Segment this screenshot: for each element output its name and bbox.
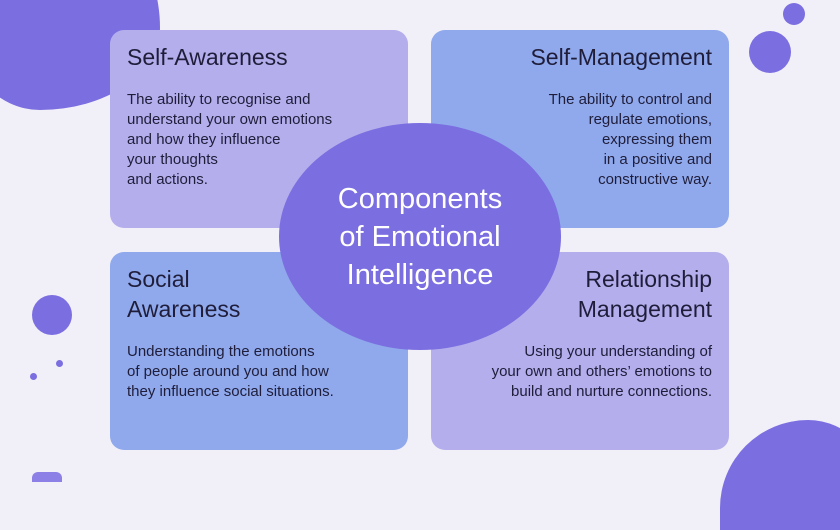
card-title: Self-Awareness	[127, 44, 288, 70]
card-description: The ability to control and regulate emot…	[548, 91, 712, 188]
decorative-dot	[783, 3, 805, 25]
card-self-awareness: Self-Awareness The ability to recognise …	[110, 30, 408, 228]
decorative-blob-bottom-right	[720, 420, 840, 530]
corner-logo-mark	[32, 472, 62, 482]
card-relationship-management: Relationship Management Using your under…	[431, 252, 729, 450]
decorative-dot	[30, 373, 37, 380]
card-social-awareness: Social Awareness Understanding the emoti…	[110, 252, 408, 450]
center-circle: Components of Emotional Intelligence	[279, 123, 561, 350]
card-title: Relationship Management	[577, 266, 712, 322]
card-description: Using your understanding of your own and…	[491, 343, 712, 400]
card-title: Self-Management	[530, 44, 712, 70]
decorative-dot	[56, 360, 63, 367]
diagram-title: Components of Emotional Intelligence	[337, 182, 503, 291]
card-description: The ability to recognise and understand …	[127, 91, 333, 188]
card-title: Social Awareness	[127, 266, 241, 322]
card-description: Understanding the emotions of people aro…	[127, 343, 334, 400]
decorative-dot	[32, 295, 72, 335]
decorative-dot	[749, 31, 791, 73]
